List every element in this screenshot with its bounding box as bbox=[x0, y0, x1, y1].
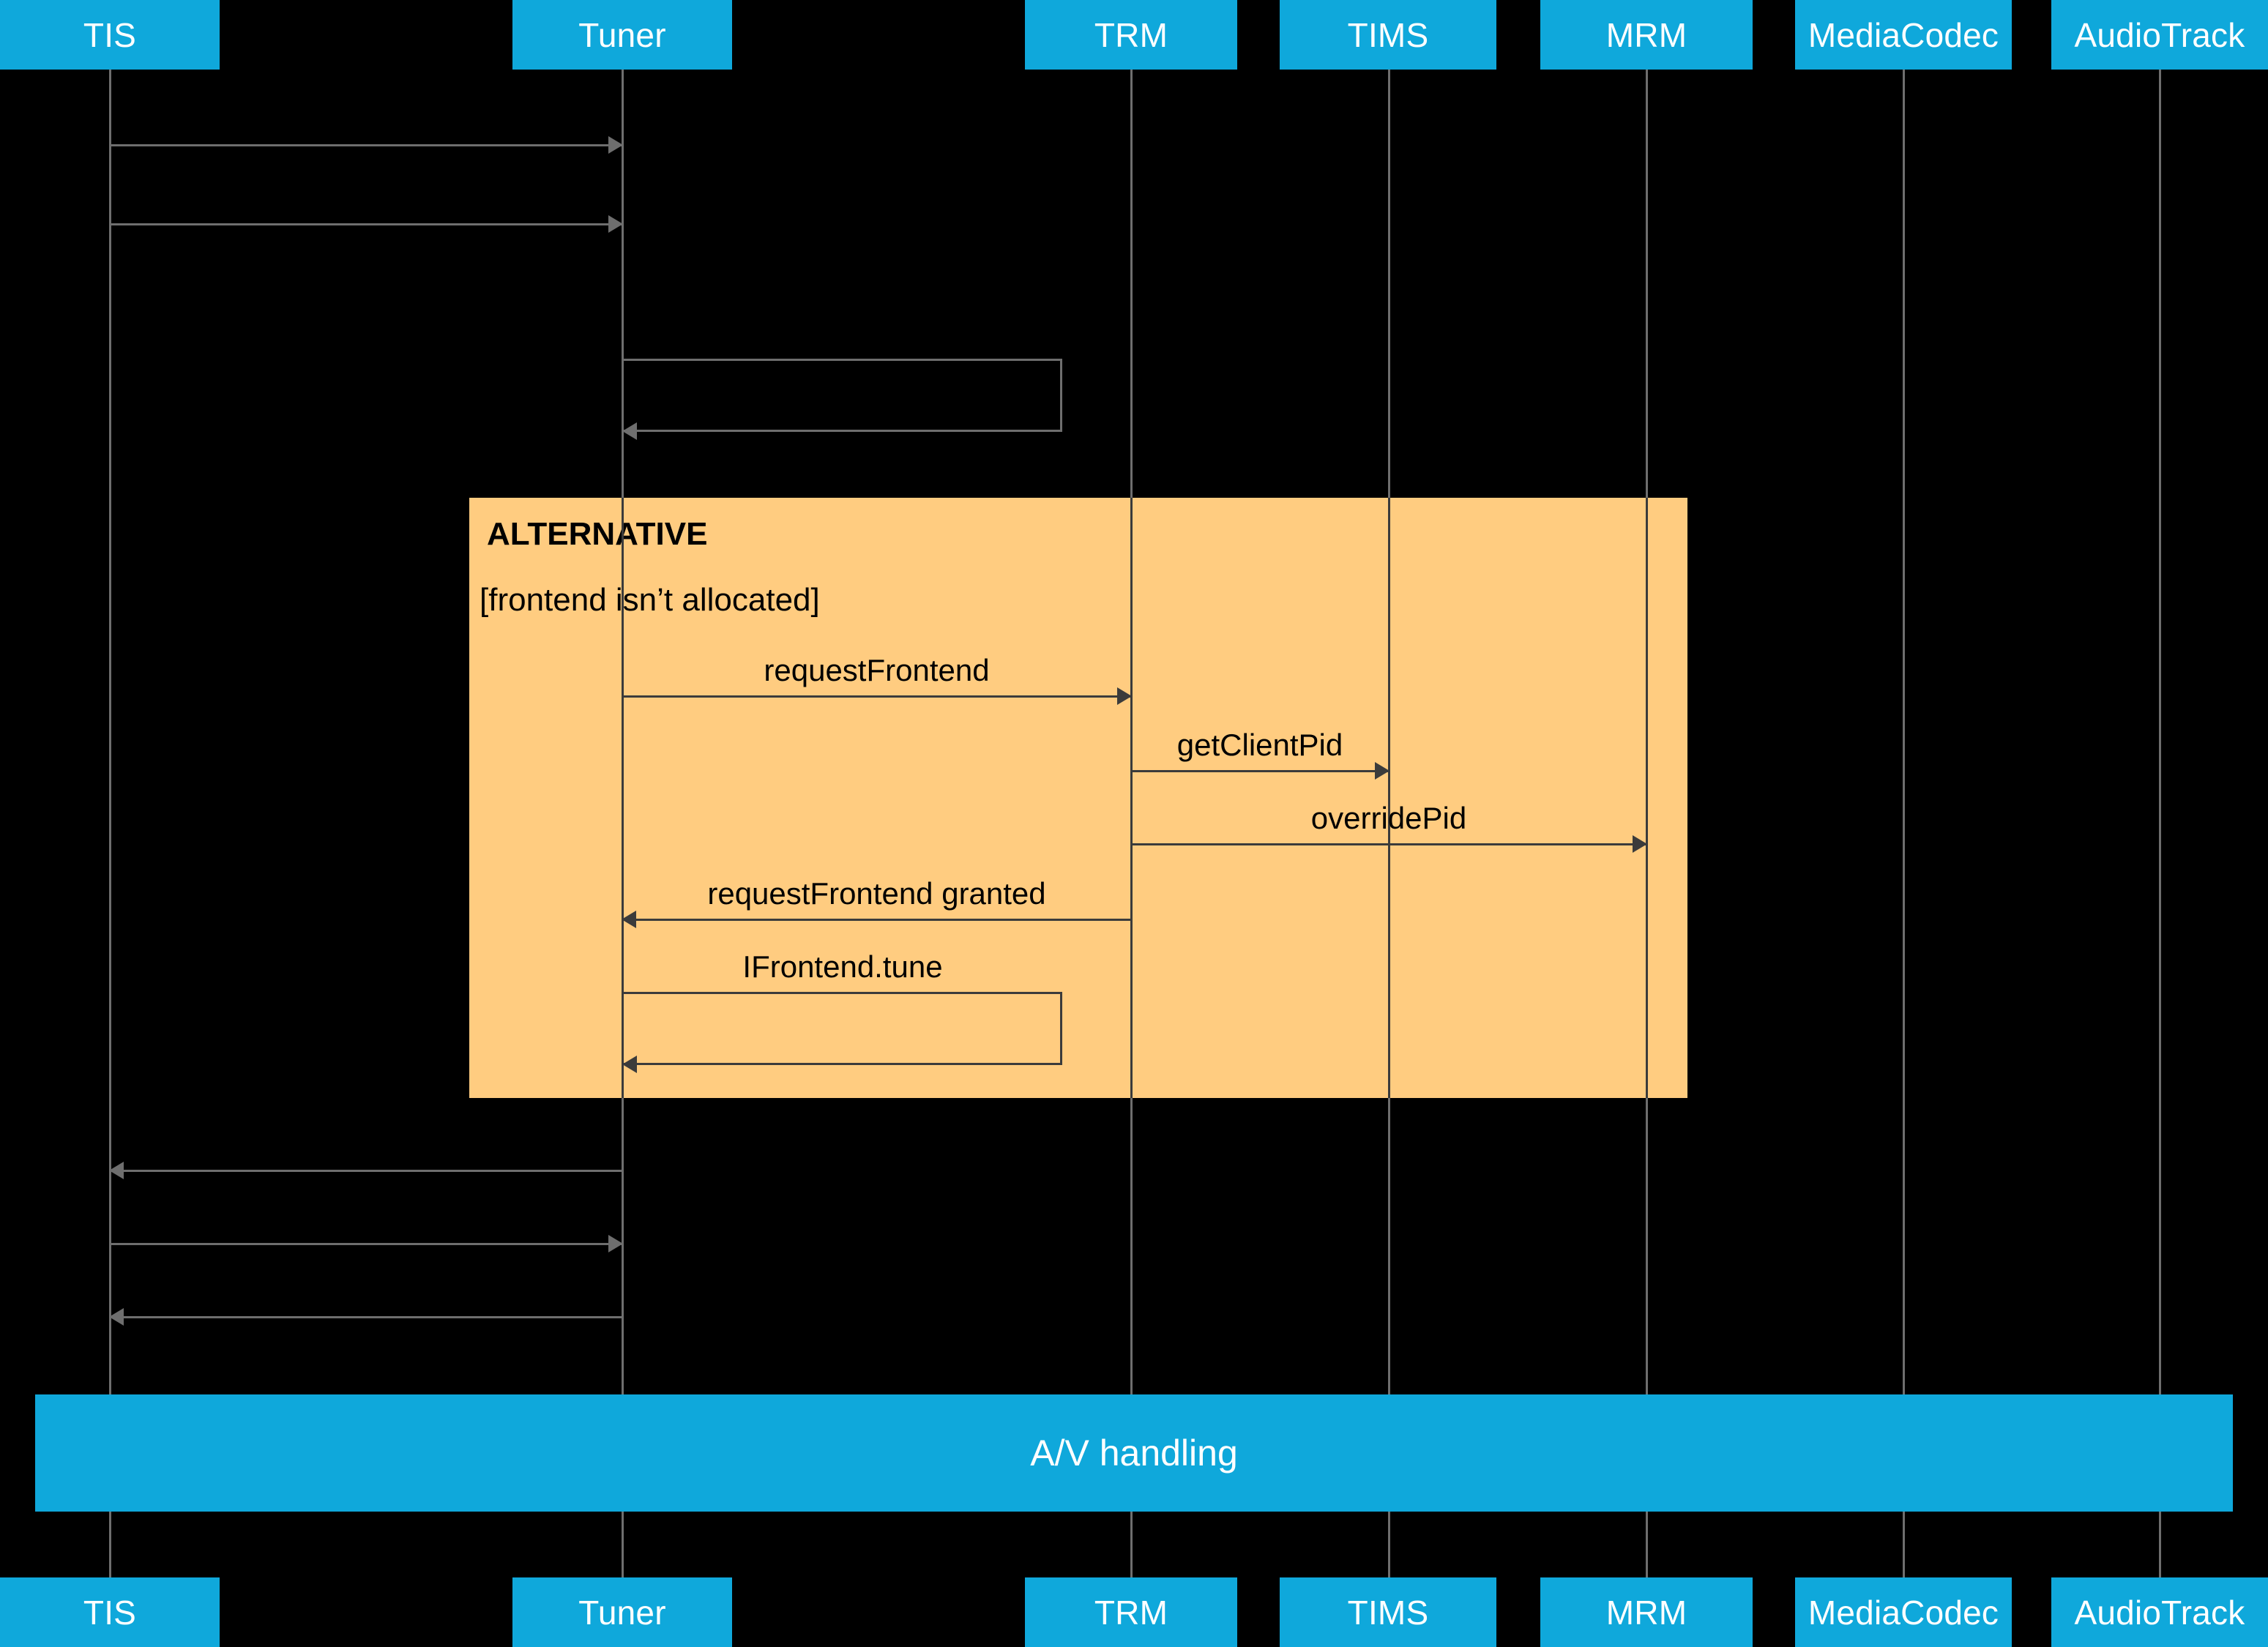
actor-footer-audiotrack-label: AudioTrack bbox=[2074, 1593, 2245, 1632]
message-m3-selfloop-path bbox=[623, 359, 1062, 432]
actor-header-trm[interactable]: TRM bbox=[1025, 0, 1237, 70]
actor-footer-tuner-label: Tuner bbox=[578, 1593, 666, 1632]
actor-footer-tis-label: TIS bbox=[83, 1593, 137, 1632]
message-m4-line bbox=[622, 695, 1131, 698]
message-m5-label: getClientPid bbox=[1176, 728, 1343, 762]
message-m11-line bbox=[110, 1316, 622, 1318]
actor-header-mrm-label: MRM bbox=[1605, 15, 1687, 54]
actor-header-audiotrack[interactable]: AudioTrack bbox=[2051, 0, 2268, 70]
message-m10-line bbox=[110, 1243, 622, 1245]
actor-footer-tims-label: TIMS bbox=[1347, 1593, 1429, 1632]
actor-header-tuner[interactable]: Tuner bbox=[512, 0, 732, 70]
alt-fragment-guard-label: [frontend isn’t allocated] bbox=[480, 582, 820, 618]
arrowhead-left-icon bbox=[622, 422, 637, 440]
actor-footer-mrm-label: MRM bbox=[1605, 1593, 1687, 1632]
message-m4-label: requestFrontend bbox=[764, 653, 990, 687]
arrowhead-right-icon bbox=[1633, 835, 1647, 853]
message-m1-line bbox=[110, 144, 622, 146]
actor-footer-trm-label: TRM bbox=[1094, 1593, 1168, 1632]
arrowhead-left-icon bbox=[109, 1162, 124, 1179]
arrowhead-right-icon bbox=[608, 136, 623, 154]
actor-header-audiotrack-label: AudioTrack bbox=[2074, 15, 2245, 54]
lifeline-mediacodec bbox=[1903, 70, 1905, 1577]
actor-header-mediacodec-label: MediaCodec bbox=[1808, 15, 1999, 54]
lifeline-mrm-in-fragment bbox=[1646, 498, 1648, 1098]
arrowhead-left-icon bbox=[622, 911, 636, 928]
lifeline-tis bbox=[109, 70, 111, 1577]
arrowhead-right-icon bbox=[608, 215, 623, 233]
message-m3-selfloop[interactable] bbox=[622, 359, 1062, 440]
arrowhead-right-icon bbox=[1375, 762, 1389, 780]
lifeline-trm-in-fragment bbox=[1130, 498, 1133, 1098]
actor-header-tims[interactable]: TIMS bbox=[1280, 0, 1496, 70]
message-m5-line bbox=[1131, 770, 1389, 772]
lifeline-tuner-in-fragment bbox=[622, 498, 624, 1098]
actor-footer-trm[interactable]: TRM bbox=[1025, 1577, 1237, 1647]
actor-header-mediacodec[interactable]: MediaCodec bbox=[1795, 0, 2012, 70]
message-m8-selfloop[interactable]: IFrontend.tune bbox=[622, 949, 1062, 1073]
av-handling-bar[interactable]: A/V handling bbox=[35, 1394, 2233, 1512]
message-m7-line bbox=[622, 919, 1131, 921]
lifeline-tims-in-fragment bbox=[1388, 498, 1390, 1098]
actor-footer-tis[interactable]: TIS bbox=[0, 1577, 220, 1647]
actor-footer-tims[interactable]: TIMS bbox=[1280, 1577, 1496, 1647]
arrowhead-right-icon bbox=[608, 1235, 623, 1252]
message-m6-line bbox=[1131, 843, 1646, 845]
arrowhead-left-icon bbox=[109, 1308, 124, 1326]
actor-header-tis[interactable]: TIS bbox=[0, 0, 220, 70]
message-m8-label: IFrontend.tune bbox=[742, 949, 943, 984]
message-m2-line bbox=[110, 223, 622, 225]
actor-footer-mrm[interactable]: MRM bbox=[1540, 1577, 1753, 1647]
alt-fragment bbox=[469, 498, 1687, 1098]
arrowhead-left-icon bbox=[622, 1056, 637, 1073]
lifeline-audiotrack bbox=[2159, 70, 2161, 1577]
arrowhead-right-icon bbox=[1117, 687, 1132, 705]
av-handling-bar-label: A/V handling bbox=[1030, 1433, 1238, 1474]
message-m9-line bbox=[110, 1170, 622, 1172]
actor-footer-tuner[interactable]: Tuner bbox=[512, 1577, 732, 1647]
message-m8-selfloop-path bbox=[623, 992, 1062, 1065]
actor-header-tis-label: TIS bbox=[83, 15, 137, 54]
actor-header-mrm[interactable]: MRM bbox=[1540, 0, 1753, 70]
actor-header-tuner-label: Tuner bbox=[578, 15, 666, 54]
message-m7-label: requestFrontend granted bbox=[707, 876, 1046, 911]
message-m6-label: overridePid bbox=[1310, 801, 1467, 835]
actor-footer-mediacodec[interactable]: MediaCodec bbox=[1795, 1577, 2012, 1647]
actor-footer-audiotrack[interactable]: AudioTrack bbox=[2051, 1577, 2268, 1647]
actor-header-trm-label: TRM bbox=[1094, 15, 1168, 54]
actor-footer-mediacodec-label: MediaCodec bbox=[1808, 1593, 1999, 1632]
alt-fragment-kind-label: ALTERNATIVE bbox=[487, 516, 708, 552]
actor-header-tims-label: TIMS bbox=[1347, 15, 1429, 54]
